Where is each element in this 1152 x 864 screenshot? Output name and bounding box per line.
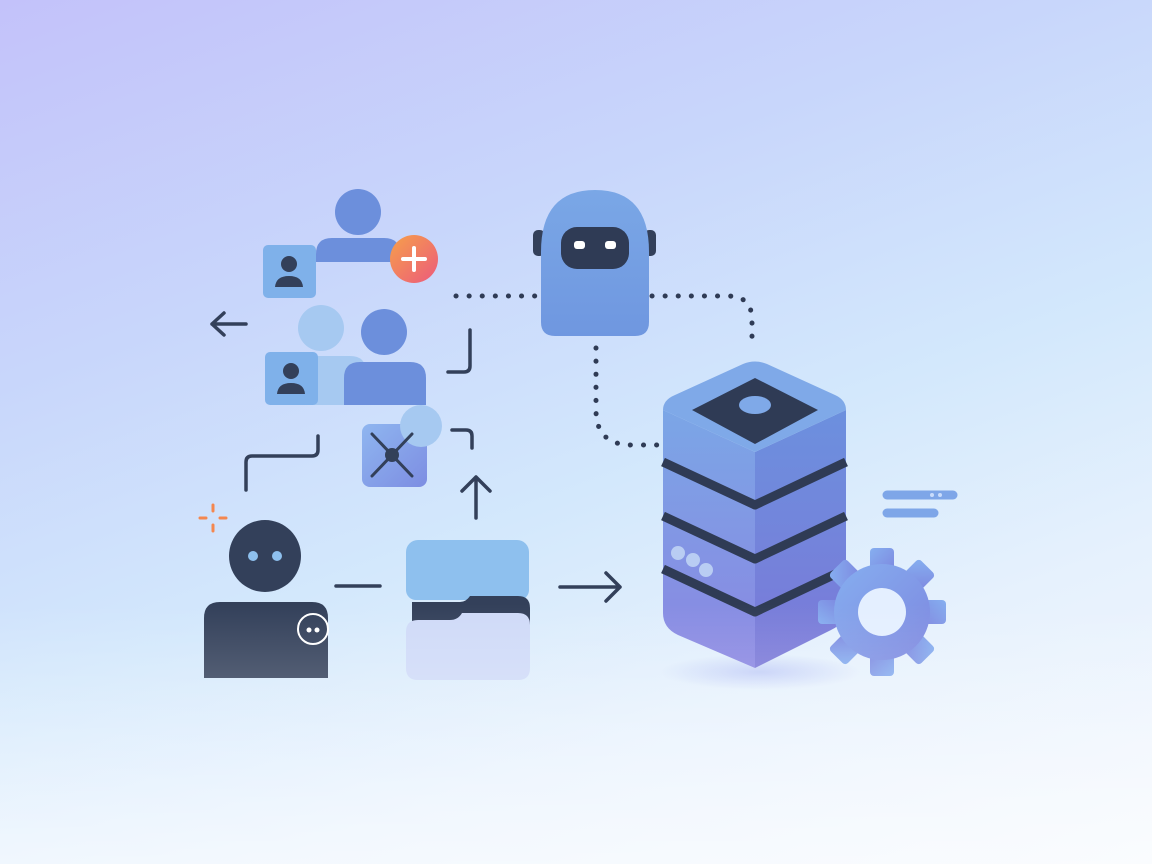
connector-lines (244, 328, 474, 588)
arrow-right-icon (558, 571, 622, 603)
status-lines (882, 490, 958, 518)
user-profile-card-icon (263, 245, 316, 298)
gear-icon (818, 548, 946, 676)
user-add-icon (316, 189, 438, 283)
user-group-icon (265, 305, 426, 405)
agent-person-icon (204, 520, 329, 678)
database-server-icon (660, 361, 860, 690)
network-node-icon (362, 405, 442, 487)
folder-icon (406, 540, 530, 680)
dotted-connectors (453, 293, 755, 448)
arrow-up-icon (460, 475, 492, 520)
sparkle-icon (198, 503, 228, 533)
robot-icon (533, 190, 656, 336)
arrow-left-icon (210, 311, 248, 337)
